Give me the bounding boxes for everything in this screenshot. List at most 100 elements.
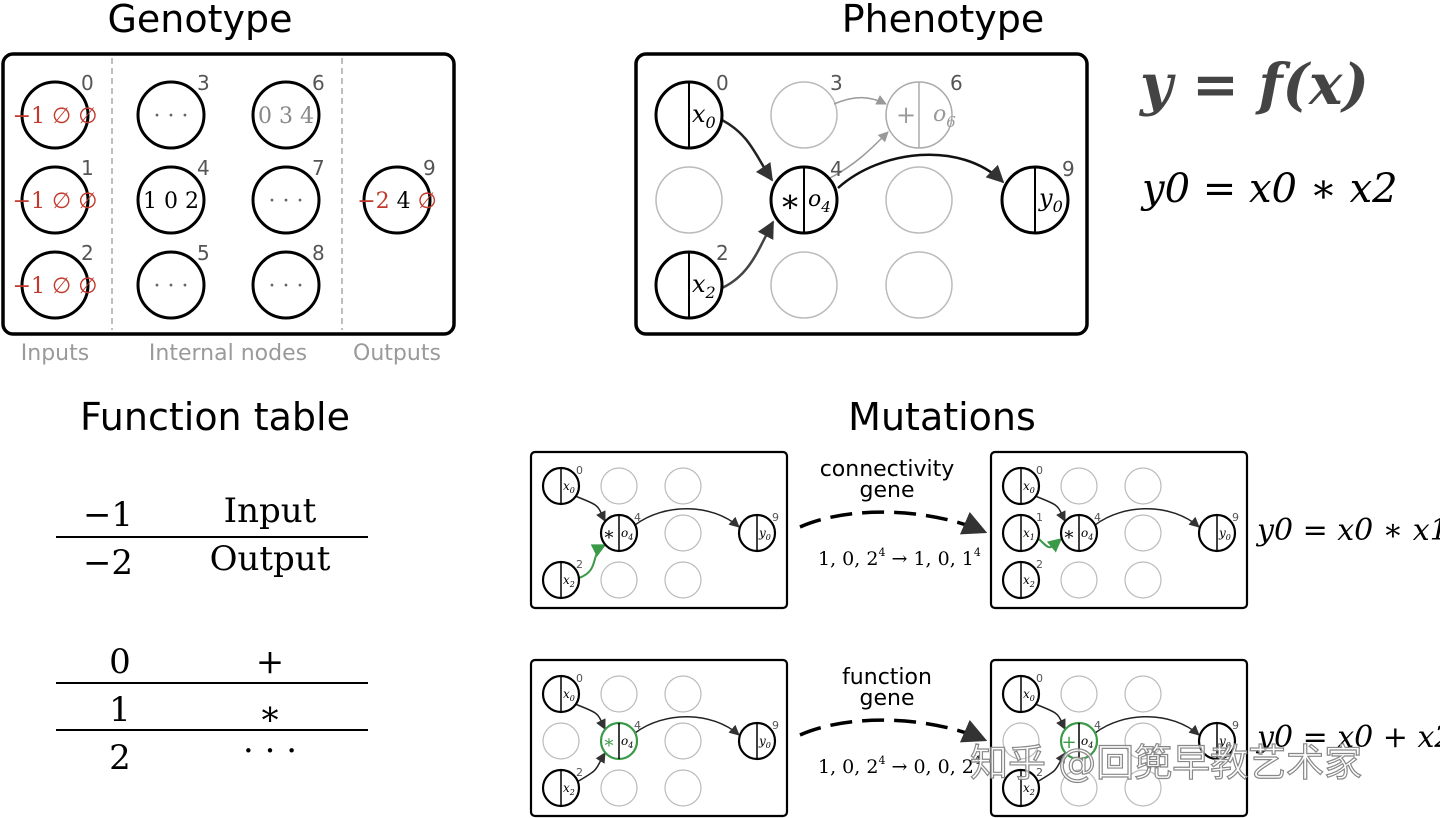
phenotype-title: Phenotype — [842, 0, 1045, 41]
genotype-node-genes: −1 ∅ ∅ — [13, 189, 98, 214]
gene-value: ∅ — [78, 189, 97, 214]
genotype-node-genes: −1 ∅ ∅ — [13, 104, 98, 129]
mini-node-op: ∗ — [603, 732, 615, 753]
mini-node-id: 0 — [576, 464, 583, 477]
genotype-node-2: 2−1 ∅ ∅ — [13, 241, 97, 320]
mini-node-op: ∗ — [603, 524, 615, 545]
ft2-code-0: 0 — [109, 642, 131, 682]
genotype-node-circle — [251, 250, 321, 320]
genotype-node-id: 8 — [312, 241, 325, 265]
mini-inactive-node — [600, 769, 638, 807]
mini-inactive-node — [664, 467, 702, 505]
mini-edge — [574, 495, 606, 522]
mini-inactive-node — [1124, 514, 1162, 552]
mini-inactive-node — [664, 514, 702, 552]
gene-value: ∅ — [78, 104, 97, 129]
mini-inactive-node — [1124, 675, 1162, 713]
mini-edge — [1034, 495, 1066, 522]
mini-node-id: 2 — [1036, 558, 1043, 571]
gene-value: 4 — [397, 189, 418, 214]
mini-node-id: 9 — [1232, 719, 1239, 732]
genotype-node-3: 3 · · · — [136, 71, 210, 150]
mini-phenotype-box — [529, 658, 789, 818]
mutation-2-arrow — [799, 718, 988, 743]
phenotype-node-5 — [770, 251, 838, 319]
edge-4-to-9 — [837, 153, 1005, 189]
mutation-2-change: 1, 0, 24 → 0, 0, 24 — [818, 754, 981, 778]
genotype-node-id: 6 — [312, 71, 325, 95]
mutation-1-result: y0 = x0 ∗ x1 — [1255, 513, 1440, 548]
mutation-2-result: y0 = x0 + x2 — [1255, 720, 1440, 755]
phenotype-node-7 — [885, 166, 953, 234]
phenotype-node-1 — [655, 166, 723, 234]
genotype-node-circle — [136, 250, 206, 320]
gene-value: ∅ — [52, 189, 78, 214]
genotype-node-4: 41 0 2 — [136, 156, 210, 235]
mini-node-id: 1 — [1036, 511, 1043, 524]
mini-edge — [634, 716, 740, 736]
ft1-name-0: Input — [224, 491, 317, 531]
genotype-node-9: 9−2 4 ∅ — [357, 156, 437, 235]
equation-general: y = f(x) — [1138, 52, 1369, 118]
genotype-node-id: 0 — [81, 71, 94, 95]
mini-edge — [574, 703, 606, 730]
mini-inactive-node — [1060, 769, 1098, 807]
mini-node-id: 0 — [576, 672, 583, 685]
gene-value: −1 — [13, 189, 52, 214]
mutation-1-arrow — [799, 510, 988, 535]
genotype-node-circle — [251, 80, 321, 150]
genotype-node-id: 3 — [197, 71, 210, 95]
mini-node-label: x2 — [563, 573, 575, 589]
equation-specific: y0 = x0 ∗ x2 — [1140, 166, 1398, 212]
genotype-box — [1, 52, 456, 336]
genotype-node-id: 7 — [312, 156, 325, 180]
node-9-var: y0 — [1038, 184, 1063, 216]
mini-edge-mutated — [1038, 538, 1063, 553]
node-2-var: x2 — [692, 270, 716, 302]
node-3-id: 3 — [830, 71, 843, 95]
node-6-id: 6 — [950, 71, 963, 95]
mini-phenotype-box — [529, 450, 789, 610]
genotype-title: Genotype — [107, 0, 292, 41]
mini-inactive-node — [600, 675, 638, 713]
genotype-node-circle — [136, 80, 206, 150]
edge-3-to-6 — [833, 95, 887, 105]
gene-value: 0 — [164, 189, 185, 214]
mini-phenotype-box — [989, 658, 1249, 818]
ft2-code-1: 1 — [109, 690, 131, 730]
superscript-4: 4 — [878, 546, 885, 559]
genotype-node-1: 1−1 ∅ ∅ — [13, 156, 98, 235]
node-2-id: 2 — [716, 241, 729, 265]
genotype-node-6: 60 3 4 — [251, 71, 325, 150]
mini-inactive-node — [600, 561, 638, 599]
genotype-node-id: 2 — [81, 241, 94, 265]
ft1-code-0: −1 — [83, 495, 133, 535]
edge-2-to-4 — [721, 220, 775, 290]
genotype-node-genes: · · · — [269, 274, 304, 299]
mini-node-id: 4 — [634, 511, 641, 524]
watermark-text: 知乎 @回篼早教艺术家 — [970, 741, 1362, 785]
ft2-code-2: 2 — [109, 738, 131, 778]
mini-inactive-node — [542, 722, 580, 760]
gene-value: 0 — [258, 104, 279, 129]
mini-node-id: 0 — [1036, 464, 1043, 477]
ft2-name-1: ∗ — [258, 694, 281, 734]
mutations-title: Mutations — [848, 395, 1036, 439]
mini-inactive-node — [1124, 561, 1162, 599]
gene-value: · · · — [269, 274, 304, 299]
genotype-node-genes: · · · — [154, 104, 189, 129]
mini-node-id: 9 — [1232, 511, 1239, 524]
mini-inactive-node — [1060, 467, 1098, 505]
superscript-4: 4 — [878, 754, 885, 767]
gene-value: ∅ — [52, 104, 78, 129]
genotype-node-7: 7· · · — [251, 156, 325, 235]
genotype-node-id: 5 — [197, 241, 210, 265]
genotype-node-id: 4 — [197, 156, 210, 180]
mutation-1-change: 1, 0, 24 → 1, 0, 14 — [818, 546, 981, 570]
mini-node-id: 4 — [1094, 511, 1101, 524]
mini-inactive-node — [1124, 467, 1162, 505]
genotype-node-genes: −2 4 ∅ — [357, 189, 437, 214]
gene-value: ∅ — [78, 274, 97, 299]
